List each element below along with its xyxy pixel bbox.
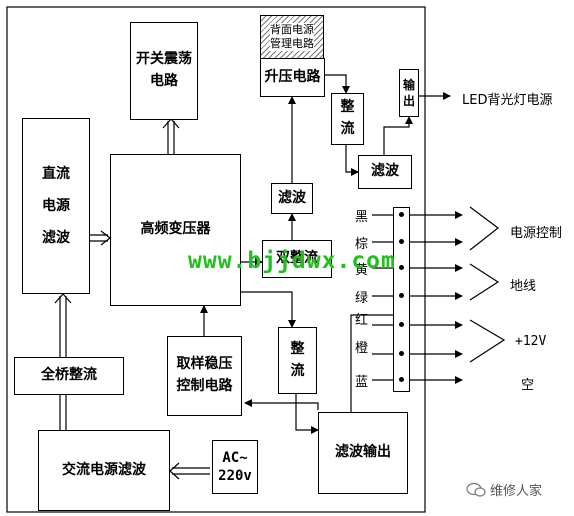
filter-top-block: 滤波 <box>358 155 412 189</box>
filter-output-block: 滤波输出 <box>318 412 408 494</box>
double-arrow-ac220-to-acfilter <box>172 467 210 475</box>
dual-rectify-block: 双整流 <box>262 240 332 278</box>
wire-label-green: 绿 <box>355 291 369 306</box>
arrow-transformer-to-rectlow <box>240 291 296 328</box>
terminal-pin <box>399 293 404 298</box>
sampling-regulator-block: 取样稳压 控制电路 <box>167 336 242 416</box>
bridge-rectifier-block: 全桥整流 <box>14 357 124 395</box>
backlight-management-block: 背面电源 管理电路 <box>260 15 324 59</box>
wechat-icon <box>466 482 486 497</box>
terminal-pin <box>399 377 404 382</box>
arrow-filterout-to-sampling <box>244 399 319 410</box>
empty-label: 空 <box>521 378 535 393</box>
ac-filter-block: 交流电源滤波 <box>38 430 170 511</box>
wire-label-orange: 橙 <box>355 341 369 356</box>
arrow-boost-to-rectify <box>325 74 350 94</box>
power-control-label: 电源控制 <box>510 226 563 241</box>
plus12v-label: +12V <box>515 334 547 349</box>
bracket-ground <box>469 263 500 301</box>
ground-label: 地线 <box>510 279 537 294</box>
wire-label-black: 黑 <box>355 210 369 225</box>
terminal-pin <box>399 239 404 244</box>
rectify-top-block: 整 流 <box>331 93 364 145</box>
terminal-pin <box>399 351 404 356</box>
brand-logo: 维修人家 <box>466 480 542 499</box>
dc-power-filter-block: 直流 电源 滤波 <box>22 118 90 294</box>
wire-label-brown: 棕 <box>355 237 369 252</box>
terminal-pin <box>399 322 404 327</box>
switch-oscillator-block: 开关震荡 电路 <box>130 22 198 120</box>
terminal-pin <box>399 265 404 270</box>
hf-transformer-block: 高频变压器 <box>110 154 241 306</box>
arrow-rectlow-to-filterout <box>295 394 319 434</box>
outer-frame <box>6 6 426 513</box>
wire-label-red: 红 <box>355 313 369 328</box>
wire-label-blue: 蓝 <box>355 375 369 390</box>
double-line-ac-to-bridge <box>59 395 67 430</box>
backlight-management-label: 背面电源 管理电路 <box>270 22 314 52</box>
double-arrow-transformer-to-osc <box>167 121 175 154</box>
terminal-strip <box>393 207 410 392</box>
rectify-low-block: 整 流 <box>278 327 317 394</box>
arrow-rectify-to-filter <box>345 145 359 176</box>
filter-mid-block: 滤波 <box>271 183 313 214</box>
website-watermark: www.bjjdwx.com <box>188 248 396 274</box>
double-arrow-bridge-to-dc <box>59 296 67 357</box>
ac-input-block: AC~ 220v <box>212 440 258 494</box>
brand-name: 维修人家 <box>490 484 543 499</box>
line-filterout-to-terminal <box>350 314 393 412</box>
output-block: 输 出 <box>399 69 419 117</box>
led-power-label: LED背光灯电源 <box>462 93 553 108</box>
arrow-filter-to-output <box>383 116 413 155</box>
bracket-power-control <box>469 206 499 251</box>
boost-circuit-block: 升压电路 <box>260 58 325 97</box>
wire-label-yellow: 黄 <box>355 263 369 278</box>
double-arrow-dc-to-transformer <box>90 234 108 242</box>
terminal-pin <box>399 212 404 217</box>
bracket-12v <box>469 319 506 363</box>
